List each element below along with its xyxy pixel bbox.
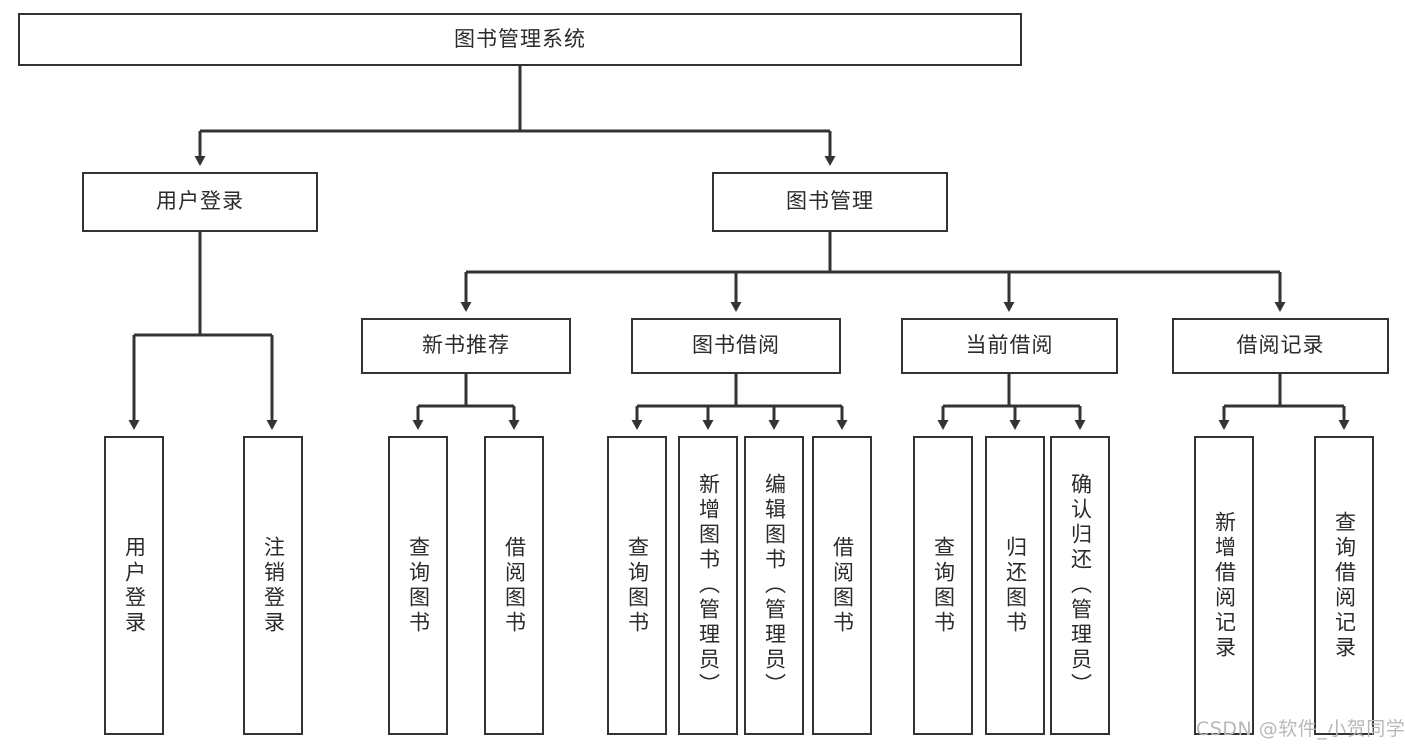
leaf-node[interactable]: 编辑图书（管理员） <box>744 436 804 735</box>
leaf-node-label: 归还图书 <box>1003 535 1028 636</box>
node-root[interactable]: 图书管理系统 <box>18 13 1022 66</box>
node-book-borrow[interactable]: 图书借阅 <box>631 318 841 374</box>
leaf-node[interactable]: 用户登录 <box>104 436 164 735</box>
node-root-label: 图书管理系统 <box>454 26 586 51</box>
leaf-node[interactable]: 新增图书（管理员） <box>678 436 738 735</box>
leaf-node[interactable]: 查询图书 <box>607 436 667 735</box>
leaf-node-label: 查询图书 <box>625 535 650 636</box>
node-book-borrow-label: 图书借阅 <box>692 333 780 358</box>
node-book-management[interactable]: 图书管理 <box>712 172 948 232</box>
leaf-node[interactable]: 查询图书 <box>388 436 448 735</box>
node-new-book-recommend-label: 新书推荐 <box>422 333 510 358</box>
leaf-node-label: 新增借阅记录 <box>1212 510 1237 661</box>
node-user-login-label: 用户登录 <box>156 189 244 214</box>
leaf-node[interactable]: 新增借阅记录 <box>1194 436 1254 735</box>
node-current-borrow[interactable]: 当前借阅 <box>901 318 1118 374</box>
node-new-book-recommend[interactable]: 新书推荐 <box>361 318 571 374</box>
leaf-node[interactable]: 确认归还（管理员） <box>1050 436 1110 735</box>
leaf-node[interactable]: 借阅图书 <box>812 436 872 735</box>
node-current-borrow-label: 当前借阅 <box>965 333 1054 358</box>
leaf-node[interactable]: 注销登录 <box>243 436 303 735</box>
node-user-login[interactable]: 用户登录 <box>82 172 318 232</box>
leaf-node-label: 查询图书 <box>931 535 956 636</box>
leaf-node[interactable]: 查询图书 <box>913 436 973 735</box>
leaf-node-label: 注销登录 <box>261 535 286 636</box>
leaf-node-label: 编辑图书（管理员） <box>762 473 787 698</box>
leaf-node[interactable]: 借阅图书 <box>484 436 544 735</box>
node-borrow-records-label: 借阅记录 <box>1236 333 1325 358</box>
leaf-node-label: 确认归还（管理员） <box>1068 473 1093 698</box>
node-borrow-records[interactable]: 借阅记录 <box>1172 318 1389 374</box>
leaf-node-label: 借阅图书 <box>830 535 855 636</box>
leaf-node[interactable]: 查询借阅记录 <box>1314 436 1374 735</box>
node-book-management-label: 图书管理 <box>786 189 874 214</box>
leaf-node[interactable]: 归还图书 <box>985 436 1045 735</box>
leaf-node-label: 查询借阅记录 <box>1332 510 1357 661</box>
leaf-node-label: 新增图书（管理员） <box>696 473 721 698</box>
leaf-node-label: 查询图书 <box>406 535 431 636</box>
leaf-node-label: 借阅图书 <box>502 535 527 636</box>
leaf-node-label: 用户登录 <box>122 535 147 636</box>
